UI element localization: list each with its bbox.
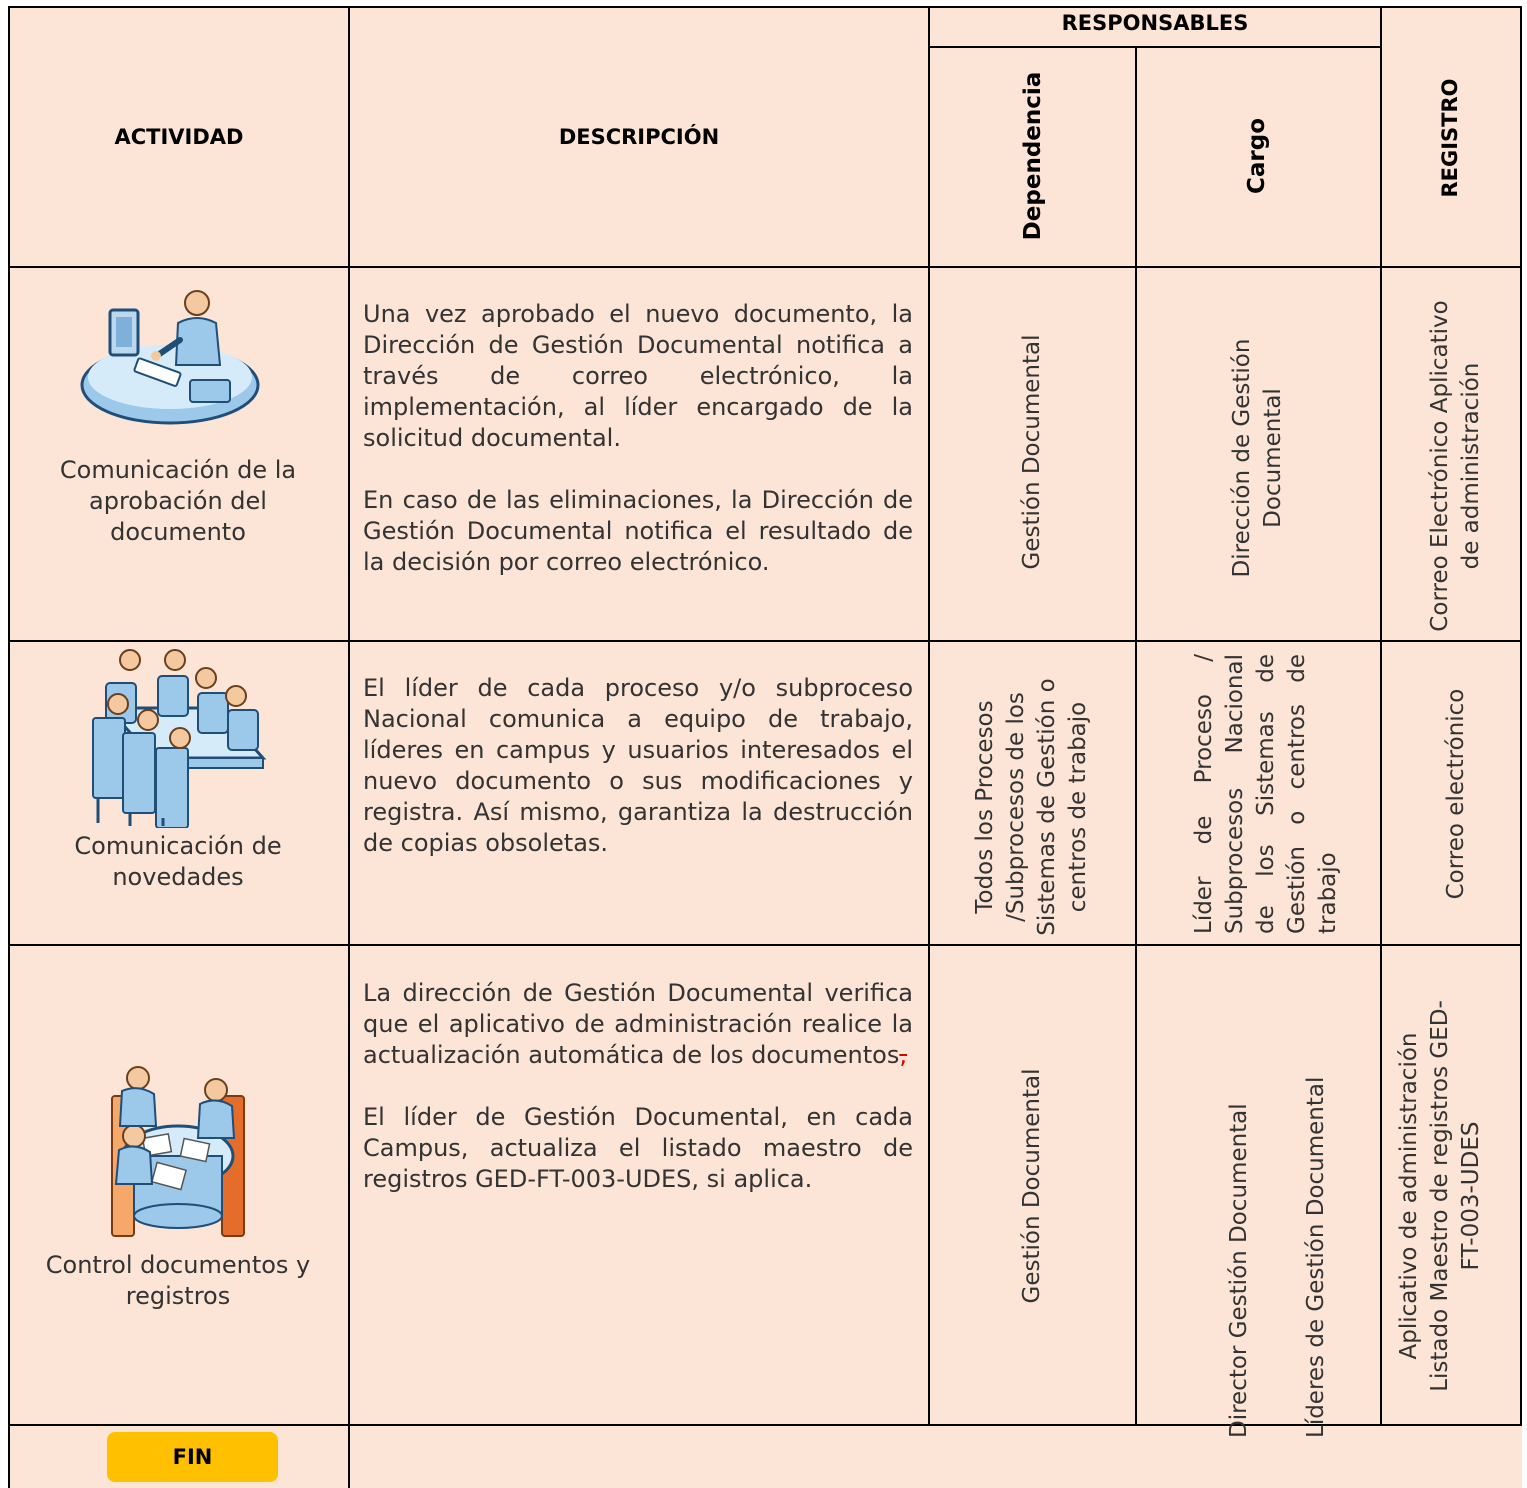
description-paragraph: El líder de cada proceso y/o subproceso … (363, 674, 913, 857)
description-paragraph: El líder de Gestión Documental, en cada … (363, 1103, 913, 1193)
fin-terminator: FIN (107, 1432, 278, 1482)
meeting-table-icon (92, 649, 267, 828)
description: La dirección de Gestión Documental verif… (363, 978, 913, 1195)
description-paragraph: En caso de las eliminaciones, la Direcci… (363, 486, 913, 576)
cargo-line: Director Gestión Documental (1226, 1103, 1252, 1438)
border (8, 266, 1522, 268)
registro-value: Correo Electrónico Aplicativo de adminis… (1427, 300, 1484, 632)
activity-label: Control documentos y registros (45, 1251, 311, 1310)
border (1135, 47, 1137, 1426)
border (8, 640, 1522, 642)
border (8, 6, 10, 1488)
people-reviewing-documents-icon (111, 1066, 245, 1237)
cargo-value: Director Gestión Documental Líderes de G… (1224, 998, 1332, 1438)
border (1380, 6, 1382, 1426)
description-text: La dirección de Gestión Documental verif… (363, 979, 913, 1069)
dependencia-value: Todos los Procesos /Subprocesos de los S… (972, 678, 1091, 936)
description-paragraph: Una vez aprobado el nuevo documento, la … (363, 300, 913, 452)
header-dependencia: Dependencia (1020, 71, 1046, 241)
header-responsables: RESPONSABLES (1061, 11, 1249, 35)
dependencia-value: Gestión Documental (1018, 1068, 1045, 1304)
border (8, 1424, 1522, 1426)
header-cargo: Cargo (1244, 118, 1270, 195)
border (928, 46, 1380, 48)
deleted-comma-mark: , (899, 1041, 907, 1069)
description-paragraph: La dirección de Gestión Documental verif… (363, 978, 913, 1071)
cargo-line: Líderes de Gestión Documental (1303, 1076, 1329, 1438)
header-actividad: ACTIVIDAD (114, 125, 244, 149)
description: Una vez aprobado el nuevo documento, la … (363, 299, 913, 578)
person-at-computer-icon (80, 290, 260, 425)
description: El líder de cada proceso y/o subproceso … (363, 673, 913, 859)
dependencia-value: Gestión Documental (1018, 334, 1045, 570)
cell-bg (8, 6, 1522, 1488)
cargo-value: Líder de Proceso / Subprocesos Nacional … (1190, 654, 1341, 934)
border (348, 6, 350, 1488)
registro-value: Correo electrónico (1442, 688, 1469, 900)
border (1520, 6, 1522, 1426)
cargo-value: Dirección de Gestión Documental (1229, 338, 1286, 578)
header-registro: REGISTRO (1438, 78, 1462, 198)
registro-value: Aplicativo de administración Listado Mae… (1395, 1000, 1484, 1392)
border (928, 6, 930, 1426)
border (8, 944, 1522, 946)
activity-label: Comunicación de novedades (74, 832, 282, 891)
activity-label: Comunicación de la aprobación del docume… (59, 456, 297, 546)
header-descripcion: DESCRIPCIÓN (558, 125, 720, 149)
border (8, 6, 1522, 8)
